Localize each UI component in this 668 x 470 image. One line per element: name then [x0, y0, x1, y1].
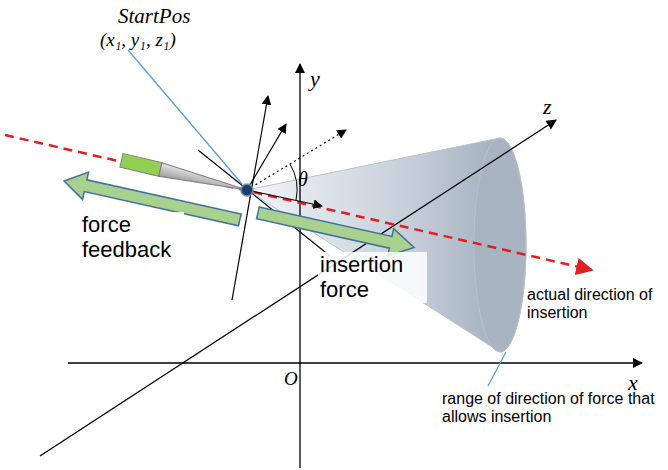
- insertion-direction-line: [5, 135, 592, 270]
- angle-label: θ: [298, 168, 308, 191]
- force-label: insertion force: [318, 252, 427, 303]
- local-axis: [247, 124, 286, 190]
- leader-line: [128, 50, 242, 184]
- axis-label: z: [543, 94, 552, 119]
- y-axis: [299, 64, 300, 468]
- start-point: [241, 184, 253, 196]
- local-axis: [247, 190, 322, 206]
- force-cone: [247, 138, 526, 352]
- x-axis: [68, 362, 642, 363]
- coordinates: (x₁, y₁, z₁): [100, 29, 176, 51]
- point-name: StartPos: [118, 4, 190, 28]
- cone-label: range of direction of force that allows …: [440, 390, 664, 427]
- force-label: force feedback: [80, 212, 184, 263]
- origin-label: O: [284, 368, 298, 390]
- local-axis: [198, 150, 330, 256]
- theta-arc: [290, 164, 297, 200]
- direction-label: actual direction of insertion: [525, 286, 664, 323]
- leader-line: [488, 352, 506, 386]
- axis-label: y: [310, 66, 320, 91]
- cone-base: [474, 138, 526, 352]
- local-axis: [232, 96, 268, 300]
